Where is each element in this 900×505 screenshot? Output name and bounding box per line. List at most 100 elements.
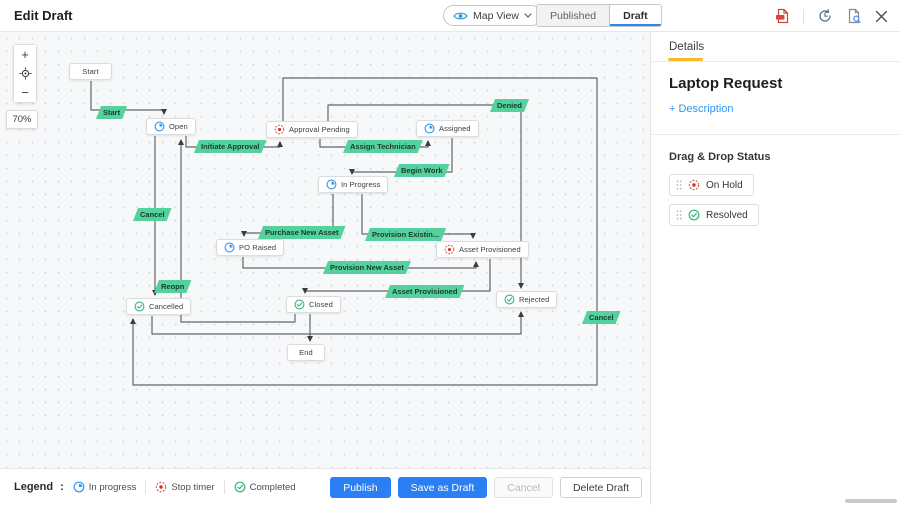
status-chip-resolved[interactable]: Resolved	[669, 204, 759, 226]
legend-item-in-progress: In progress	[73, 481, 137, 493]
close-icon[interactable]	[875, 10, 888, 23]
node-label: Closed	[309, 300, 333, 309]
recenter-button[interactable]	[14, 64, 36, 83]
add-description-link[interactable]: + Description	[669, 103, 734, 115]
legend-item-label: Stop timer	[171, 481, 215, 493]
transition-label-reopn[interactable]: Reopn	[154, 280, 191, 293]
transition-label-purchase-new-asset[interactable]: Purchase New Asset	[258, 226, 346, 239]
in-progress-icon	[424, 123, 435, 134]
node-rejected[interactable]: Rejected	[496, 291, 558, 308]
node-in-progress[interactable]: In Progress	[318, 176, 389, 193]
map-view-dropdown[interactable]: Map View	[443, 5, 542, 26]
legend-item-label: In progress	[88, 481, 137, 493]
node-start[interactable]: Start	[69, 63, 112, 80]
delete-draft-button[interactable]: Delete Draft	[559, 477, 642, 498]
node-asset-provisioned[interactable]: Asset Provisioned	[436, 241, 529, 258]
footer-bar: Legend : In progress Stop timer Complete…	[0, 468, 650, 505]
legend-item-stop-timer: Stop timer	[155, 481, 215, 493]
zoom-level-indicator: 70%	[6, 110, 38, 129]
in-progress-icon	[224, 242, 235, 253]
legend-item-completed: Completed	[234, 481, 296, 493]
workflow-title: Laptop Request	[669, 75, 783, 92]
node-label: In Progress	[341, 180, 381, 189]
active-tab-underline	[668, 58, 703, 61]
transition-label-initiate-approval[interactable]: Initiate Approval	[194, 140, 266, 153]
divider	[145, 480, 147, 494]
legend: Legend : In progress Stop timer Complete…	[14, 480, 296, 494]
tab-draft[interactable]: Draft	[610, 5, 661, 26]
pdf-export-icon[interactable]	[774, 8, 790, 24]
document-preview-icon[interactable]	[846, 8, 862, 24]
transition-label-provision-existing[interactable]: Provision Existin...	[365, 228, 446, 241]
completed-icon	[294, 299, 305, 310]
sidebar-tabs: Details	[651, 32, 900, 62]
completed-icon	[234, 481, 246, 493]
transition-label-begin-work[interactable]: Begin Work	[394, 164, 450, 177]
node-cancelled[interactable]: Cancelled	[126, 298, 192, 315]
transition-label-start[interactable]: Start	[96, 106, 127, 119]
status-chip-label: Resolved	[706, 209, 748, 221]
node-label: Open	[169, 122, 188, 131]
stop-timer-icon	[444, 244, 455, 255]
tab-details[interactable]: Details	[669, 41, 705, 53]
in-progress-icon	[73, 481, 85, 493]
legend-label: Legend	[14, 481, 54, 493]
transition-label-asset-provisioned[interactable]: Asset Provisioned	[385, 285, 464, 298]
in-progress-icon	[326, 179, 337, 190]
completed-icon	[134, 301, 145, 312]
transition-label-provision-new-asset[interactable]: Provision New Asset	[323, 261, 411, 274]
footer-actions: Publish Save as Draft Cancel Delete Draf…	[330, 477, 642, 498]
eye-icon	[453, 11, 468, 21]
transition-label-denied[interactable]: Denied	[490, 99, 529, 112]
legend-colon: :	[60, 481, 64, 493]
save-as-draft-button[interactable]: Save as Draft	[397, 477, 488, 498]
legend-item-label: Completed	[249, 481, 296, 493]
completed-icon	[688, 209, 700, 221]
node-approval-pending[interactable]: Approval Pending	[266, 121, 358, 138]
node-label: Start	[82, 67, 99, 76]
node-assigned[interactable]: Assigned	[416, 120, 479, 137]
node-open[interactable]: Open	[146, 118, 196, 135]
tab-published[interactable]: Published	[537, 5, 611, 26]
history-icon[interactable]	[817, 8, 833, 24]
cancel-button[interactable]: Cancel	[494, 477, 553, 498]
status-chip-label: On Hold	[706, 179, 743, 191]
publish-button[interactable]: Publish	[330, 477, 391, 498]
workflow-edges	[90, 77, 598, 386]
zoom-controls: + −	[13, 44, 37, 103]
node-label: Approval Pending	[289, 125, 350, 134]
recenter-icon	[19, 67, 32, 80]
transition-label-assign-technician[interactable]: Assign Technician	[343, 140, 423, 153]
zoom-in-button[interactable]: +	[14, 45, 36, 64]
zoom-out-button[interactable]: −	[14, 83, 36, 102]
drag-handle-icon[interactable]	[676, 210, 682, 220]
node-po-raised[interactable]: PO Raised	[216, 239, 285, 256]
node-label: Rejected	[519, 295, 550, 304]
divider	[651, 134, 900, 135]
node-label: PO Raised	[239, 243, 277, 252]
horizontal-scrollbar[interactable]	[845, 499, 897, 503]
stop-timer-icon	[155, 481, 167, 493]
header: Edit Draft Map View Published Draft	[0, 0, 900, 32]
page-title: Edit Draft	[14, 8, 73, 23]
in-progress-icon	[154, 121, 165, 132]
completed-icon	[504, 294, 515, 305]
transition-label-cancel-left[interactable]: Cancel	[133, 208, 172, 221]
node-label: Asset Provisioned	[459, 245, 521, 254]
divider	[803, 8, 804, 24]
map-view-label: Map View	[473, 9, 519, 22]
header-actions	[774, 0, 888, 32]
chevron-down-icon	[524, 13, 532, 18]
node-closed[interactable]: Closed	[286, 296, 341, 313]
divider	[223, 480, 225, 494]
drag-drop-status-heading: Drag & Drop Status	[669, 151, 771, 163]
status-chip-on-hold[interactable]: On Hold	[669, 174, 754, 196]
details-sidebar: Details Laptop Request + Description Dra…	[650, 32, 900, 505]
stop-timer-icon	[688, 179, 700, 191]
view-tabs: Published Draft	[536, 4, 662, 27]
workflow-canvas[interactable]: Start Initiate Approval Assign Technicia…	[0, 32, 650, 468]
node-end[interactable]: End	[287, 344, 325, 361]
transition-label-cancel-right[interactable]: Cancel	[582, 311, 621, 324]
drag-handle-icon[interactable]	[676, 180, 682, 190]
